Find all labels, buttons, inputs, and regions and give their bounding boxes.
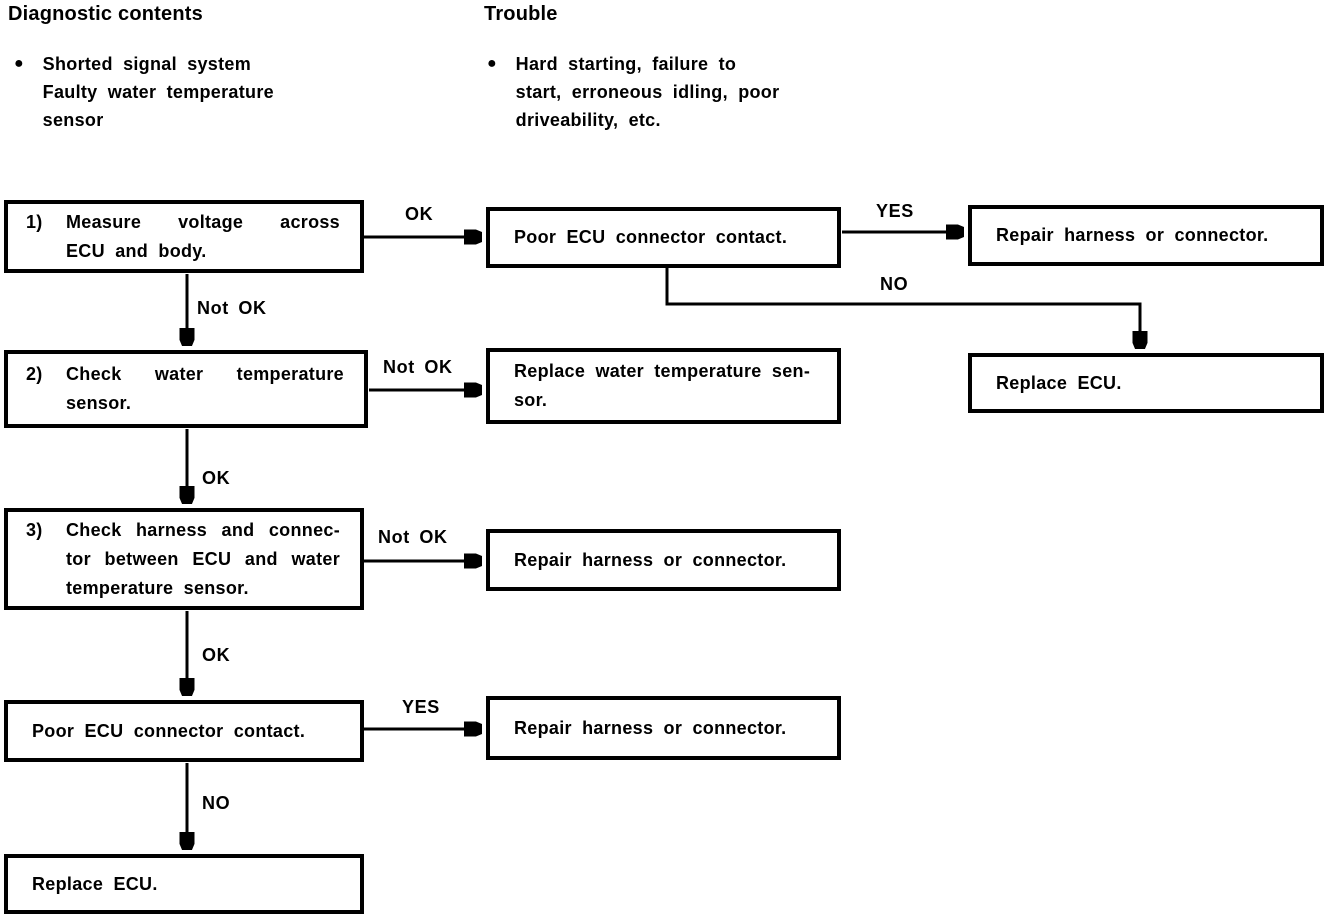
note-line: Shorted signal system xyxy=(42,54,252,74)
box-text-line: Repair harness or connector. xyxy=(514,717,787,738)
note-line: start, erroneous idling, poor xyxy=(515,82,780,102)
trouble-title: Trouble xyxy=(484,3,558,25)
box-text-line: ECU and body. xyxy=(66,240,207,261)
note-line: Faulty water temperature xyxy=(42,82,274,102)
flow-box-repair-harness-top: Repair harness or connector. xyxy=(968,205,1324,266)
box-text-line: Repair harness or connector. xyxy=(996,225,1269,245)
edge-label-step2-ok: OK xyxy=(202,468,231,488)
flow-box-poor-ecu-contact-bottom: Poor ECU connector contact. xyxy=(4,700,364,762)
edge-label-step1-not-ok: Not OK xyxy=(197,298,267,318)
edge-label-poor-ecu-bottom-yes: YES xyxy=(402,697,440,717)
box-text-line: Check water temperature xyxy=(66,364,344,384)
flow-box-replace-ecu-right: Replace ECU. xyxy=(968,353,1324,413)
flow-box-step3-check-harness: 3) Check harness and connec- tor between… xyxy=(4,508,364,610)
box-text-line: sor. xyxy=(514,390,548,410)
edge-label-step3-not-ok: Not OK xyxy=(378,527,448,547)
bullet-icon: ● xyxy=(487,55,497,72)
flow-box-repair-harness-mid: Repair harness or connector. xyxy=(486,529,841,591)
box-text-line: Measure voltage across xyxy=(66,211,340,232)
note-line: driveability, etc. xyxy=(515,110,661,130)
flow-box-step2-check-sensor: 2) Check water temperature sensor. xyxy=(4,350,368,428)
flow-box-step1-measure-voltage: 1) Measure voltage across ECU and body. xyxy=(4,200,364,273)
edge-label-step1-ok: OK xyxy=(405,204,434,224)
box-text-line: Repair harness or connector. xyxy=(514,549,787,570)
edge-label-poor-ecu-yes: YES xyxy=(876,201,914,221)
bullet-icon: ● xyxy=(14,55,24,72)
step-number: 1) xyxy=(26,211,43,232)
box-text-line: Poor ECU connector contact. xyxy=(514,227,788,247)
edge-label-step3-ok: OK xyxy=(202,645,231,665)
diagnostic-contents-title: Diagnostic contents xyxy=(8,3,203,25)
flow-box-replace-water-temp-sensor: Replace water temperature sen- sor. xyxy=(486,348,841,424)
step-number: 3) xyxy=(26,519,43,540)
arrow-poor-ecu-no xyxy=(665,267,1140,348)
box-text-line: Check harness and connec- xyxy=(66,519,340,540)
diagnostic-contents-note: ● Shorted signal system Faulty water tem… xyxy=(14,50,274,134)
note-line: sensor xyxy=(42,110,104,130)
edge-label-step2-not-ok: Not OK xyxy=(383,357,453,377)
flow-box-poor-ecu-contact-top: Poor ECU connector contact. xyxy=(486,207,841,268)
note-line: Hard starting, failure to xyxy=(515,54,737,74)
flow-box-replace-ecu-bottom: Replace ECU. xyxy=(4,854,364,914)
edge-label-poor-ecu-bottom-no: NO xyxy=(202,793,231,813)
box-text-line: Replace water temperature sen- xyxy=(514,361,811,381)
box-text-line: Replace ECU. xyxy=(996,372,1122,393)
flow-box-repair-harness-bottom: Repair harness or connector. xyxy=(486,696,841,760)
box-text-line: Poor ECU connector contact. xyxy=(32,720,306,741)
box-text-line: tor between ECU and water xyxy=(66,548,340,569)
step-number: 2) xyxy=(26,364,43,384)
trouble-note: ● Hard starting, failure to start, erron… xyxy=(487,50,779,134)
box-text-line: sensor. xyxy=(66,393,132,413)
box-text-line: temperature sensor. xyxy=(66,577,249,598)
edge-label-poor-ecu-no: NO xyxy=(880,274,909,294)
box-text-line: Replace ECU. xyxy=(32,873,158,894)
